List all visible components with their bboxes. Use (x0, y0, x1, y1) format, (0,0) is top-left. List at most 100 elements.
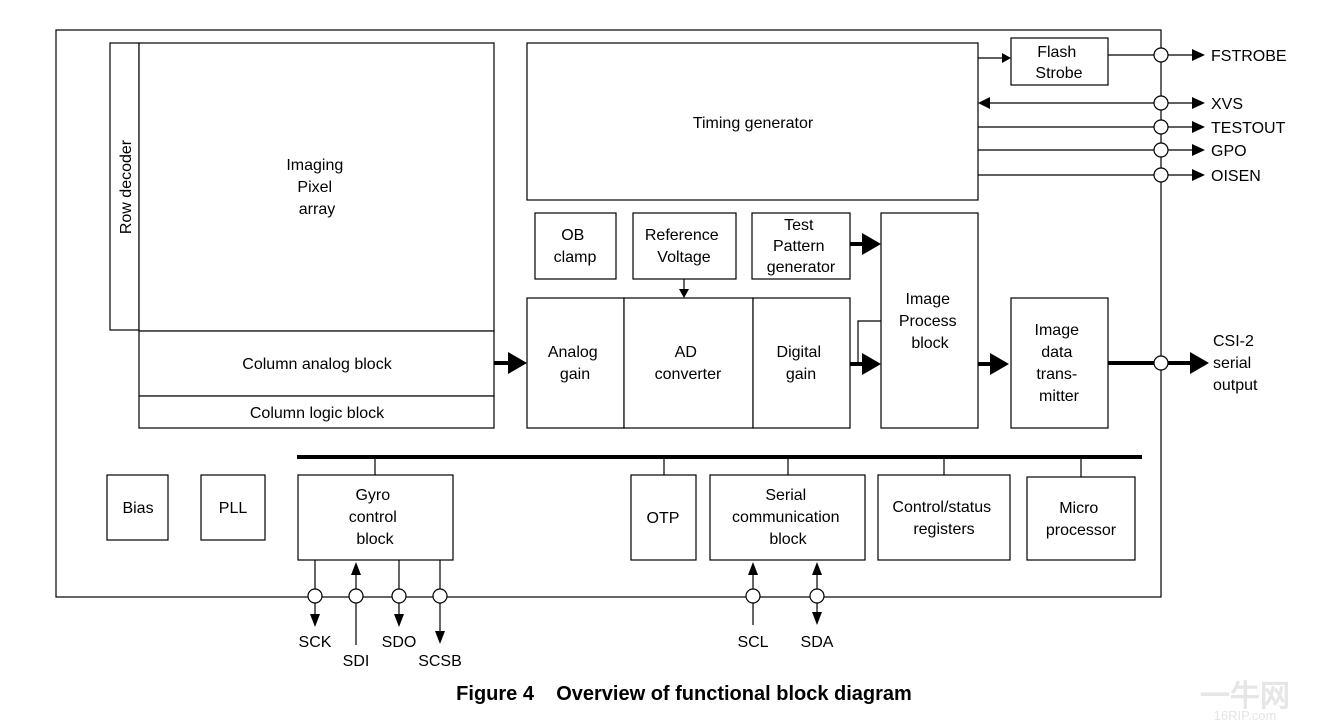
image-data-tx-label-1: Image (1035, 322, 1080, 339)
sdi-label: SDI (343, 653, 370, 670)
tg-to-flash-arrowhead (1002, 53, 1011, 63)
test-pattern-label-3: generator (767, 259, 836, 276)
pll-block: PLL (200, 474, 266, 541)
svg-text:Serial communication: Serial communication block (732, 487, 844, 548)
gyro-label-3: block (356, 531, 394, 548)
watermark-url: 16RIP.com (1214, 708, 1277, 723)
serial-comm-label-1: Serial (765, 487, 806, 504)
image-data-tx-label-2: data (1041, 344, 1072, 361)
digital-gain-to-isp-arrowhead (862, 353, 881, 375)
xvs-pin (1153, 95, 1169, 111)
flash-strobe-label-1: Flash (1037, 44, 1076, 61)
row-decoder-label: Row decoder (118, 139, 135, 234)
test-pattern-label-2: Pattern (773, 238, 825, 255)
image-data-transmitter-block: Image data trans- mitter (1010, 297, 1109, 429)
otp-block: OTP (630, 474, 697, 561)
scsb-pin (432, 588, 448, 604)
csi2-label-1: CSI-2 (1213, 333, 1254, 350)
scl-pin (745, 588, 761, 604)
digital-gain-label-2: gain (786, 366, 816, 383)
micro-label-2: processor (1046, 522, 1117, 539)
column-logic-label: Column logic block (250, 405, 385, 422)
ob-clamp-block: OB clamp (534, 212, 617, 280)
micro-processor-block: Micro processor (1026, 476, 1136, 561)
xvs-label: XVS (1211, 96, 1243, 113)
pll-label: PLL (219, 500, 248, 517)
gyro-label-2: control (349, 509, 397, 526)
gpo-arrowhead (1192, 144, 1205, 156)
serial-comm-label-3: block (769, 531, 807, 548)
timing-generator-block: Timing generator (526, 42, 979, 201)
control-status-label-1: Control/status (892, 499, 991, 516)
svg-text:Test Pattern gener: Test Pattern generator (767, 217, 836, 276)
image-process-block: Image Process block (880, 212, 979, 429)
sda-arrowhead-up (812, 562, 822, 575)
svg-text:CSI-2 serial output: CSI-2 serial output (1213, 333, 1258, 394)
pixel-array-label-1: Imaging (286, 157, 343, 174)
scsb-arrowhead (435, 631, 445, 644)
testout-pin (1153, 119, 1169, 135)
fstrobe-arrowhead (1192, 49, 1205, 61)
sdi-arrowhead (351, 562, 361, 575)
digital-gain-feedback-line (857, 320, 881, 362)
otp-label: OTP (647, 510, 680, 527)
svg-text:OB clamp: OB clamp (554, 227, 597, 266)
sda-pin (809, 588, 825, 604)
control-status-registers-block: Control/status registers (877, 474, 1011, 561)
sda-arrowhead-down (812, 612, 822, 625)
image-data-tx-label-4: mitter (1039, 388, 1080, 405)
xvs-arrowhead-out (1192, 97, 1205, 109)
ob-clamp-label-1: OB (561, 227, 584, 244)
svg-text:Image data trans-: Image data trans- mitter (1035, 322, 1084, 405)
svg-text:Micro processor: Micro processor (1046, 500, 1117, 539)
flash-strobe-label-2: Strobe (1035, 65, 1082, 82)
analog-gain-label-1: Analog (548, 344, 598, 361)
scsb-label: SCSB (418, 653, 462, 670)
xvs-arrowhead-in (978, 97, 990, 109)
image-process-label-3: block (911, 335, 949, 352)
ob-clamp-label-2: clamp (554, 249, 597, 266)
refv-to-adc-arrowhead (679, 289, 689, 298)
fstrobe-pin (1153, 47, 1169, 63)
gyro-label-1: Gyro (355, 487, 390, 504)
gyro-control-block: Gyro control block (297, 474, 454, 561)
svg-text:Digital gain: Digital gain (777, 344, 826, 383)
image-data-tx-label-3: trans- (1036, 366, 1077, 383)
analog-gain-label-2: gain (560, 366, 590, 383)
sck-arrowhead (310, 614, 320, 627)
column-to-analog-gain-arrowhead (508, 352, 527, 374)
sdo-pin (391, 588, 407, 604)
image-process-label-2: Process (899, 313, 957, 330)
pixel-array-label-3: array (299, 201, 335, 218)
isp-to-tx-arrowhead (990, 353, 1009, 375)
sck-label: SCK (299, 634, 332, 651)
bias-label: Bias (122, 500, 153, 517)
image-process-label-1: Image (906, 291, 951, 308)
analog-gain-block: Analog gain (526, 297, 625, 429)
serial-comm-label-2: communication (732, 509, 840, 526)
scl-label: SCL (737, 634, 768, 651)
reference-voltage-block: Reference Voltage (632, 212, 737, 280)
ad-converter-block: AD converter (623, 297, 754, 429)
sck-pin (307, 588, 323, 604)
figure-caption: Figure 4 Overview of functional block di… (456, 683, 912, 705)
sdo-label: SDO (382, 634, 417, 651)
gpo-label: GPO (1211, 143, 1247, 160)
test-pattern-to-isp-arrowhead (862, 233, 881, 255)
bias-block: Bias (106, 474, 169, 541)
reference-voltage-label-1: Reference (645, 227, 719, 244)
digital-gain-block: Digital gain (752, 297, 851, 429)
flash-strobe-block: Flash Strobe (1010, 37, 1109, 86)
scl-arrowhead (748, 562, 758, 575)
watermark-logo: 一牛网 (1200, 680, 1290, 713)
sdi-pin (348, 588, 364, 604)
column-analog-block: Column analog block (138, 330, 495, 397)
column-logic-block: Column logic block (138, 395, 495, 429)
micro-label-1: Micro (1059, 500, 1098, 517)
ad-converter-label-2: converter (655, 366, 722, 383)
svg-text:Image Process bloc: Image Process block (899, 291, 961, 352)
gpo-pin (1153, 142, 1169, 158)
timing-generator-label: Timing generator (693, 115, 814, 132)
column-analog-label: Column analog block (242, 356, 392, 373)
